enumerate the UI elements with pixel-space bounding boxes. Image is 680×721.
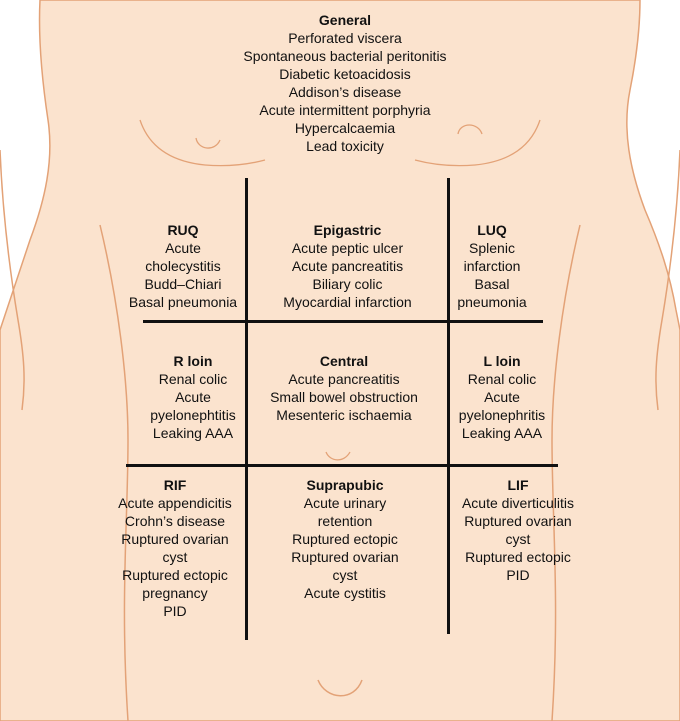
horizontal-line-upper (143, 320, 543, 323)
l-loin-title: L loin (483, 353, 521, 369)
right-flank-outline (99, 224, 129, 721)
rif-item: Ruptured ovarian (121, 531, 229, 547)
suprapubic-item: Ruptured ovarian (291, 549, 399, 565)
region-luq: LUQ Splenic infarction Basal pneumonia (452, 221, 532, 311)
general-item: Perforated viscera (288, 30, 402, 46)
ruq-item: Acute (165, 240, 201, 256)
general-item: Addison’s disease (288, 84, 402, 100)
right-chest-contour (139, 119, 266, 167)
ruq-item: Budd–Chiari (144, 276, 222, 292)
rif-item: Acute appendicitis (118, 495, 232, 511)
luq-item: infarction (463, 258, 521, 274)
r-loin-title: R loin (173, 353, 213, 369)
epigastric-item: Acute pancreatitis (291, 258, 404, 274)
lif-item: Ruptured ectopic (465, 549, 571, 565)
suprapubic-item: cyst (332, 567, 358, 583)
central-item: Small bowel obstruction (270, 389, 418, 405)
right-arm-outline (0, 149, 25, 411)
horizontal-line-lower (126, 464, 558, 467)
suprapubic-item: Acute urinary (303, 495, 387, 511)
groin-curve (317, 679, 363, 697)
r-loin-item: Leaking AAA (152, 425, 234, 441)
vertical-line-right (447, 178, 450, 634)
epigastric-item: Biliary colic (312, 276, 383, 292)
rif-item: cyst (162, 549, 188, 565)
general-item: Spontaneous bacterial peritonitis (243, 48, 447, 64)
epigastric-title: Epigastric (313, 222, 382, 238)
general-item: Hypercalcaemia (294, 120, 396, 136)
ruq-title: RUQ (167, 222, 199, 238)
central-item: Acute pancreatitis (288, 371, 400, 387)
region-central: Central Acute pancreatitis Small bowel o… (254, 352, 434, 424)
left-nipple (457, 124, 483, 135)
suprapubic-item: Acute cystitis (304, 585, 386, 601)
epigastric-item: Acute peptic ulcer (291, 240, 404, 256)
l-loin-item: Renal colic (467, 371, 537, 387)
region-r-loin: R loin Renal colic Acute pyelonephtitis … (133, 352, 253, 442)
luq-item: pneumonia (457, 294, 527, 310)
vertical-line-left (245, 178, 248, 640)
rif-item: PID (163, 603, 187, 619)
suprapubic-title: Suprapubic (306, 477, 384, 493)
lif-title: LIF (507, 477, 529, 493)
general-title: General (318, 12, 372, 28)
region-rif: RIF Acute appendicitis Crohn’s disease R… (110, 476, 240, 620)
region-ruq: RUQ Acute cholecystitis Budd–Chiari Basa… (118, 221, 248, 311)
right-nipple (195, 137, 221, 149)
left-flank-outline (551, 224, 581, 721)
region-l-loin: L loin Renal colic Acute pyelonephritis … (447, 352, 557, 442)
ruq-item: cholecystitis (145, 258, 221, 274)
l-loin-item: Acute (484, 389, 520, 405)
region-lif: LIF Acute diverticulitis Ruptured ovaria… (451, 476, 585, 584)
lif-item: PID (506, 567, 530, 583)
r-loin-item: Acute (175, 389, 211, 405)
navel (325, 451, 351, 461)
lif-item: Ruptured ovarian (464, 513, 572, 529)
l-loin-item: pyelonephritis (458, 407, 546, 423)
general-item: Lead toxicity (306, 138, 384, 154)
rif-item: Crohn’s disease (124, 513, 226, 529)
suprapubic-item: retention (317, 513, 373, 529)
region-general: General Perforated viscera Spontaneous b… (200, 11, 490, 155)
general-item: Acute intermittent porphyria (259, 102, 431, 118)
l-loin-item: Leaking AAA (461, 425, 543, 441)
r-loin-item: pyelonephtitis (150, 407, 236, 423)
left-arm-outline (655, 149, 680, 411)
luq-title: LUQ (477, 222, 507, 238)
left-chest-contour (414, 119, 541, 167)
lif-item: cyst (505, 531, 531, 547)
rif-title: RIF (163, 477, 187, 493)
region-epigastric: Epigastric Acute peptic ulcer Acute panc… (260, 221, 435, 311)
lif-item: Acute diverticulitis (461, 495, 575, 511)
suprapubic-item: Ruptured ectopic (292, 531, 398, 547)
central-item: Mesenteric ischaemia (276, 407, 412, 423)
general-item: Diabetic ketoacidosis (279, 66, 411, 82)
region-suprapubic: Suprapubic Acute urinary retention Ruptu… (270, 476, 420, 602)
central-title: Central (319, 353, 369, 369)
rif-item: pregnancy (142, 585, 208, 601)
epigastric-item: Myocardial infarction (283, 294, 412, 310)
luq-item: Splenic (469, 240, 515, 256)
luq-item: Basal (474, 276, 510, 292)
r-loin-item: Renal colic (158, 371, 228, 387)
ruq-item: Basal pneumonia (128, 294, 238, 310)
rif-item: Ruptured ectopic (122, 567, 228, 583)
